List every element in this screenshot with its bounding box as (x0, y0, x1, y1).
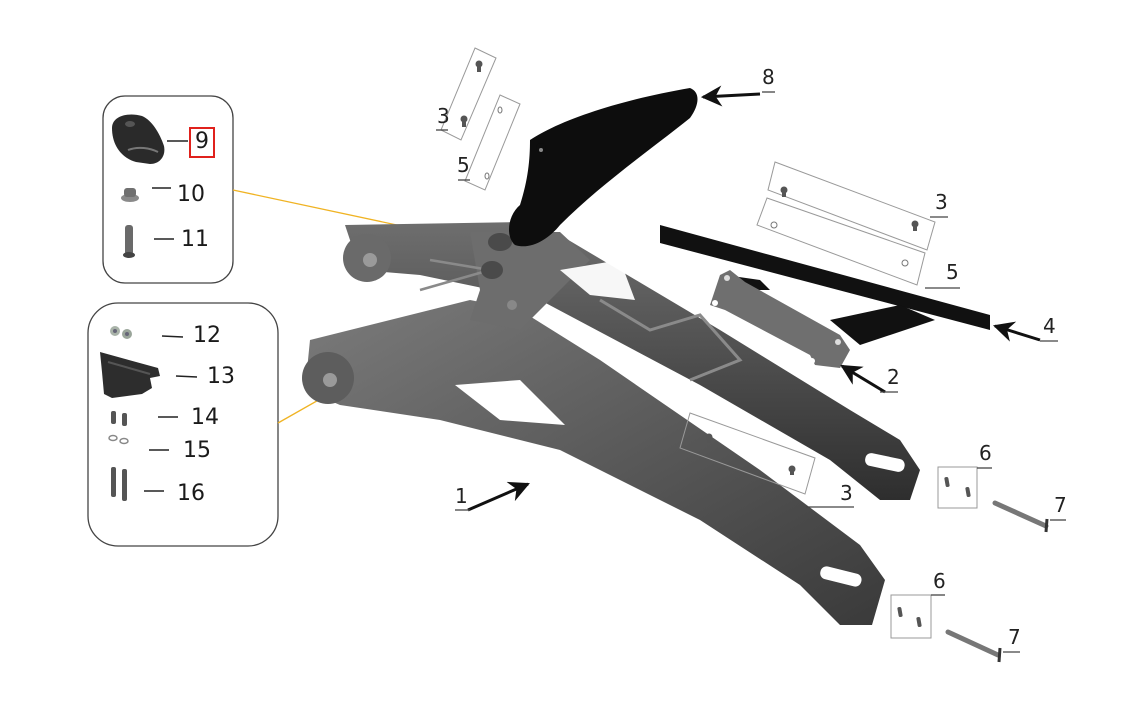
callout-16[interactable]: 16 (177, 481, 205, 506)
callout-7-lower[interactable]: 7 (1008, 625, 1021, 649)
callout-12[interactable]: 12 (193, 323, 221, 348)
callout-7-upper[interactable]: 7 (1054, 493, 1067, 517)
inset-box-top (102, 95, 234, 284)
part-4-chain-guard (660, 225, 990, 330)
callout-5-right[interactable]: 5 (946, 260, 959, 284)
part-7-pin-lower (945, 629, 1001, 658)
callout-1[interactable]: 1 (455, 484, 468, 508)
callout-13[interactable]: 13 (207, 364, 235, 389)
part-8-guard (508, 88, 698, 247)
callout-8[interactable]: 8 (762, 65, 775, 89)
part-2-bracket (710, 270, 850, 368)
part-7-pin-upper (992, 500, 1049, 529)
callout-3-top-left[interactable]: 3 (437, 104, 450, 128)
callout-11[interactable]: 11 (181, 227, 209, 252)
callout-3-lower[interactable]: 3 (840, 481, 853, 505)
callout-4[interactable]: 4 (1043, 314, 1056, 338)
callout-5-top-left[interactable]: 5 (457, 153, 470, 177)
callout-3-right[interactable]: 3 (935, 190, 948, 214)
callout-14[interactable]: 14 (191, 405, 219, 430)
callout-6-lower[interactable]: 6 (933, 569, 946, 593)
callout-10[interactable]: 10 (177, 182, 205, 207)
callout-2[interactable]: 2 (887, 365, 900, 389)
inset-box-bottom (87, 302, 279, 547)
callout-6-upper[interactable]: 6 (979, 441, 992, 465)
callout-15[interactable]: 15 (183, 438, 211, 463)
callout-9-highlighted[interactable]: 9 (189, 127, 215, 158)
swingarm (302, 222, 920, 625)
hardware-groups (440, 47, 978, 639)
